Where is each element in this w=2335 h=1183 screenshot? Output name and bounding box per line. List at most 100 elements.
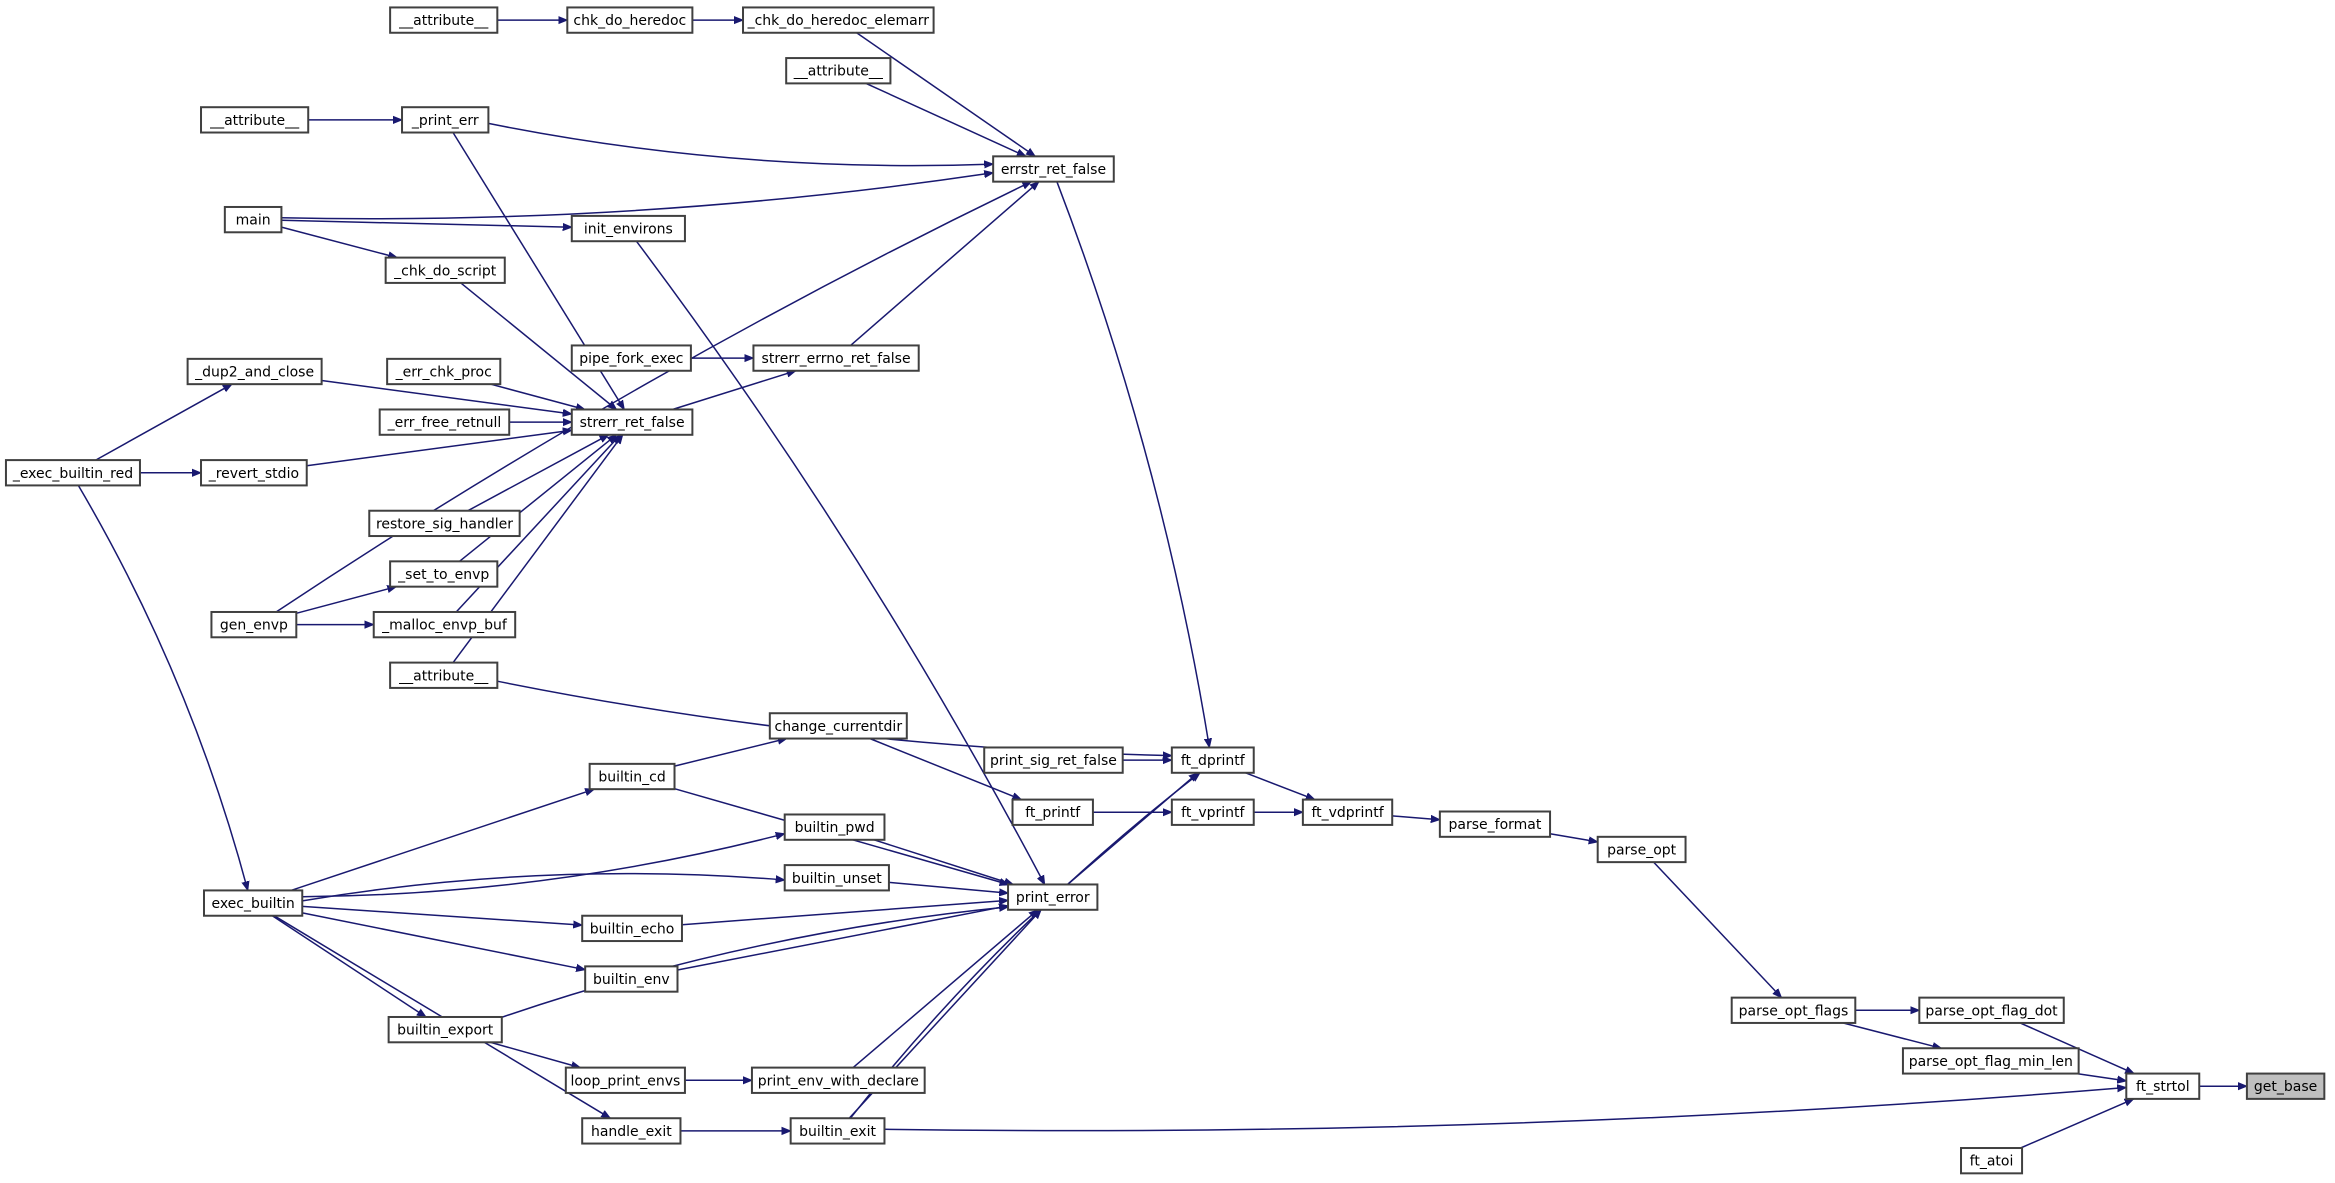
graph-node-get-base[interactable]: get_base <box>2245 1072 2326 1100</box>
graph-node-gen-envp[interactable]: gen_envp <box>210 610 298 639</box>
node-box[interactable] <box>983 746 1124 774</box>
node-box[interactable] <box>1960 1147 2024 1175</box>
graph-node-ft-printf[interactable]: ft_printf <box>1011 798 1094 826</box>
node-box[interactable] <box>223 205 283 234</box>
graph-node-attr-d[interactable]: __attribute__ <box>389 661 499 689</box>
graph-node-ft-vdprintf[interactable]: ft_vdprintf <box>1301 798 1394 826</box>
graph-node-change-currentdir[interactable]: change_currentdir <box>768 712 908 740</box>
node-box[interactable] <box>210 610 298 639</box>
node-box[interactable] <box>566 6 694 34</box>
node-label: builtin_pwd <box>795 820 875 836</box>
node-box[interactable] <box>401 106 490 134</box>
graph-node-parse-opt-flag-dot[interactable]: parse_opt_flag_dot <box>1918 996 2065 1024</box>
graph-node-attr-c[interactable]: __attribute__ <box>200 106 310 134</box>
graph-node-strerr-ret-false[interactable]: strerr_ret_false <box>570 408 694 436</box>
graph-node-handle-exit[interactable]: handle_exit <box>581 1117 682 1145</box>
node-box[interactable] <box>1170 746 1255 774</box>
node-box[interactable] <box>570 408 694 436</box>
node-box[interactable] <box>1918 996 2065 1024</box>
graph-node-builtin-echo[interactable]: builtin_echo <box>581 914 683 943</box>
graph-node-strerr-errno-ret-false[interactable]: strerr_errno_ret_false <box>752 344 920 372</box>
node-box[interactable] <box>1301 798 1394 826</box>
node-box[interactable] <box>789 1117 886 1145</box>
node-box[interactable] <box>386 357 502 386</box>
node-box[interactable] <box>742 6 935 34</box>
node-box[interactable] <box>389 661 499 689</box>
node-box[interactable] <box>1596 835 1687 864</box>
node-box[interactable] <box>202 889 304 917</box>
node-box[interactable] <box>1007 883 1099 911</box>
graph-node-parse-format[interactable]: parse_format <box>1438 810 1552 838</box>
graph-node-exec-builtin[interactable]: exec_builtin <box>202 889 304 917</box>
graph-node-main[interactable]: main <box>223 205 283 234</box>
graph-node-revert-stdio[interactable]: _revert_stdio <box>200 459 308 487</box>
node-box[interactable] <box>564 1066 686 1094</box>
graph-node-chk-do-heredoc[interactable]: chk_do_heredoc <box>566 6 694 34</box>
graph-node-dup2-and-close[interactable]: _dup2_and_close <box>186 357 323 386</box>
node-box[interactable] <box>186 357 323 386</box>
node-box[interactable] <box>200 459 308 487</box>
graph-node-parse-opt[interactable]: parse_opt <box>1596 835 1687 864</box>
node-box[interactable] <box>992 155 1115 183</box>
node-box[interactable] <box>1730 996 1857 1024</box>
node-box[interactable] <box>378 408 511 436</box>
node-box[interactable] <box>372 610 517 639</box>
node-box[interactable] <box>1011 798 1094 826</box>
node-label: parse_opt_flag_min_len <box>1909 1054 2073 1070</box>
node-box[interactable] <box>768 712 908 740</box>
node-box[interactable] <box>750 1066 926 1094</box>
node-box[interactable] <box>389 6 499 34</box>
graph-node-ft-vprintf[interactable]: ft_vprintf <box>1170 798 1255 826</box>
node-box[interactable] <box>783 813 886 841</box>
graph-node-builtin-unset[interactable]: builtin_unset <box>783 864 890 892</box>
graph-node-chk-do-heredoc-elemarr[interactable]: _chk_do_heredoc_elemarr <box>742 6 935 34</box>
node-box[interactable] <box>584 965 679 993</box>
node-box[interactable] <box>581 1117 682 1145</box>
node-box[interactable] <box>588 762 676 791</box>
graph-node-pipe-fork-exec[interactable]: pipe_fork_exec <box>570 344 692 372</box>
node-box[interactable] <box>581 914 683 943</box>
graph-node-print-err[interactable]: _print_err <box>401 106 490 134</box>
graph-node-attr-b[interactable]: __attribute__ <box>785 57 892 85</box>
graph-node-loop-print-envs[interactable]: loop_print_envs <box>564 1066 686 1094</box>
node-box[interactable] <box>384 256 506 284</box>
node-box[interactable] <box>2245 1072 2326 1100</box>
graph-node-ft-dprintf[interactable]: ft_dprintf <box>1170 746 1255 774</box>
graph-node-restore-sig-handler[interactable]: restore_sig_handler <box>368 509 521 538</box>
graph-node-builtin-pwd[interactable]: builtin_pwd <box>783 813 886 841</box>
graph-node-builtin-exit[interactable]: builtin_exit <box>789 1117 886 1145</box>
node-box[interactable] <box>1438 810 1552 838</box>
graph-node-print-error[interactable]: print_error <box>1007 883 1099 911</box>
node-box[interactable] <box>783 864 890 892</box>
graph-node-ft-strtol[interactable]: ft_strtol <box>2125 1072 2201 1100</box>
graph-node-set-to-envp[interactable]: _set_to_envp <box>389 560 499 588</box>
node-box[interactable] <box>752 344 920 372</box>
graph-node-malloc-envp-buf[interactable]: _malloc_envp_buf <box>372 610 517 639</box>
node-box[interactable] <box>200 106 310 134</box>
graph-node-parse-opt-flags[interactable]: parse_opt_flags <box>1730 996 1857 1024</box>
node-box[interactable] <box>4 459 141 487</box>
graph-node-chk-do-script[interactable]: _chk_do_script <box>384 256 506 284</box>
graph-node-attr-a[interactable]: __attribute__ <box>389 6 499 34</box>
node-box[interactable] <box>785 57 892 85</box>
graph-node-builtin-env[interactable]: builtin_env <box>584 965 679 993</box>
node-box[interactable] <box>1901 1047 2080 1075</box>
graph-node-ft-atoi[interactable]: ft_atoi <box>1960 1147 2024 1175</box>
node-box[interactable] <box>570 214 686 243</box>
node-box[interactable] <box>368 509 521 538</box>
graph-node-err-free-retnull[interactable]: _err_free_retnull <box>378 408 511 436</box>
graph-node-exec-builtin-red[interactable]: _exec_builtin_red <box>4 459 141 487</box>
graph-node-errstr-ret-false[interactable]: errstr_ret_false <box>992 155 1115 183</box>
graph-node-err-chk-proc[interactable]: _err_chk_proc <box>386 357 502 386</box>
graph-node-print-sig-ret-false[interactable]: print_sig_ret_false <box>983 746 1124 774</box>
graph-node-print-env-with-declare[interactable]: print_env_with_declare <box>750 1066 926 1094</box>
node-box[interactable] <box>389 560 499 588</box>
graph-node-builtin-export[interactable]: builtin_export <box>387 1015 503 1044</box>
node-box[interactable] <box>1170 798 1255 826</box>
node-box[interactable] <box>570 344 692 372</box>
node-box[interactable] <box>2125 1072 2201 1100</box>
graph-node-parse-opt-flag-min-len[interactable]: parse_opt_flag_min_len <box>1901 1047 2080 1075</box>
node-box[interactable] <box>387 1015 503 1044</box>
graph-node-init-environs[interactable]: init_environs <box>570 214 686 243</box>
graph-node-builtin-cd[interactable]: builtin_cd <box>588 762 676 791</box>
